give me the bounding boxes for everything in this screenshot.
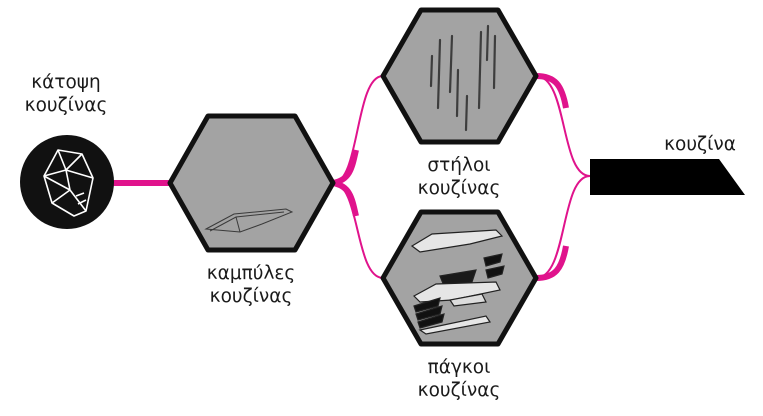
connector-curves-split-thick [332,149,359,217]
connector-columns-output-thick [535,73,569,109]
vertical-columns-icon [429,24,497,132]
counters-node [380,209,539,347]
counters-label-line1: πάγκοι [427,357,491,378]
connector-curves-counters [332,182,384,279]
input-label-line1: κάτοψη [31,72,101,93]
input-label: κάτοψη κουζίνας [25,71,108,117]
columns-label-line2: κουζίνας [417,178,501,199]
kitchen-plan-outline-icon [43,149,94,217]
curves-node [167,113,336,253]
input-label-line2: κουζίνας [24,95,108,116]
connector-curves-columns [332,75,384,184]
output-node [590,159,745,195]
input-circle [20,135,114,229]
curves-label-line2: κουζίνας [209,286,293,307]
columns-hexagon [380,7,539,145]
columns-label-line1: στήλοι [427,155,491,176]
curves-hexagon [167,113,336,253]
curves-label-line1: καμπύλες [206,263,296,284]
output-shape [590,159,745,195]
curve-outline-icon [204,208,294,233]
input-node [20,135,114,229]
columns-label: στήλοι κουζίνας [418,154,501,200]
counters-label-line2: κουζίνας [417,380,501,401]
connector-counters-output-thick [535,245,569,281]
columns-node [380,7,539,145]
output-label: κουζίνα [664,134,736,155]
countertop-slabs-icon [410,229,505,335]
connectors [112,73,591,281]
counters-label: πάγκοι κουζίνας [418,356,501,402]
curves-label: καμπύλες κουζίνας [207,262,296,308]
